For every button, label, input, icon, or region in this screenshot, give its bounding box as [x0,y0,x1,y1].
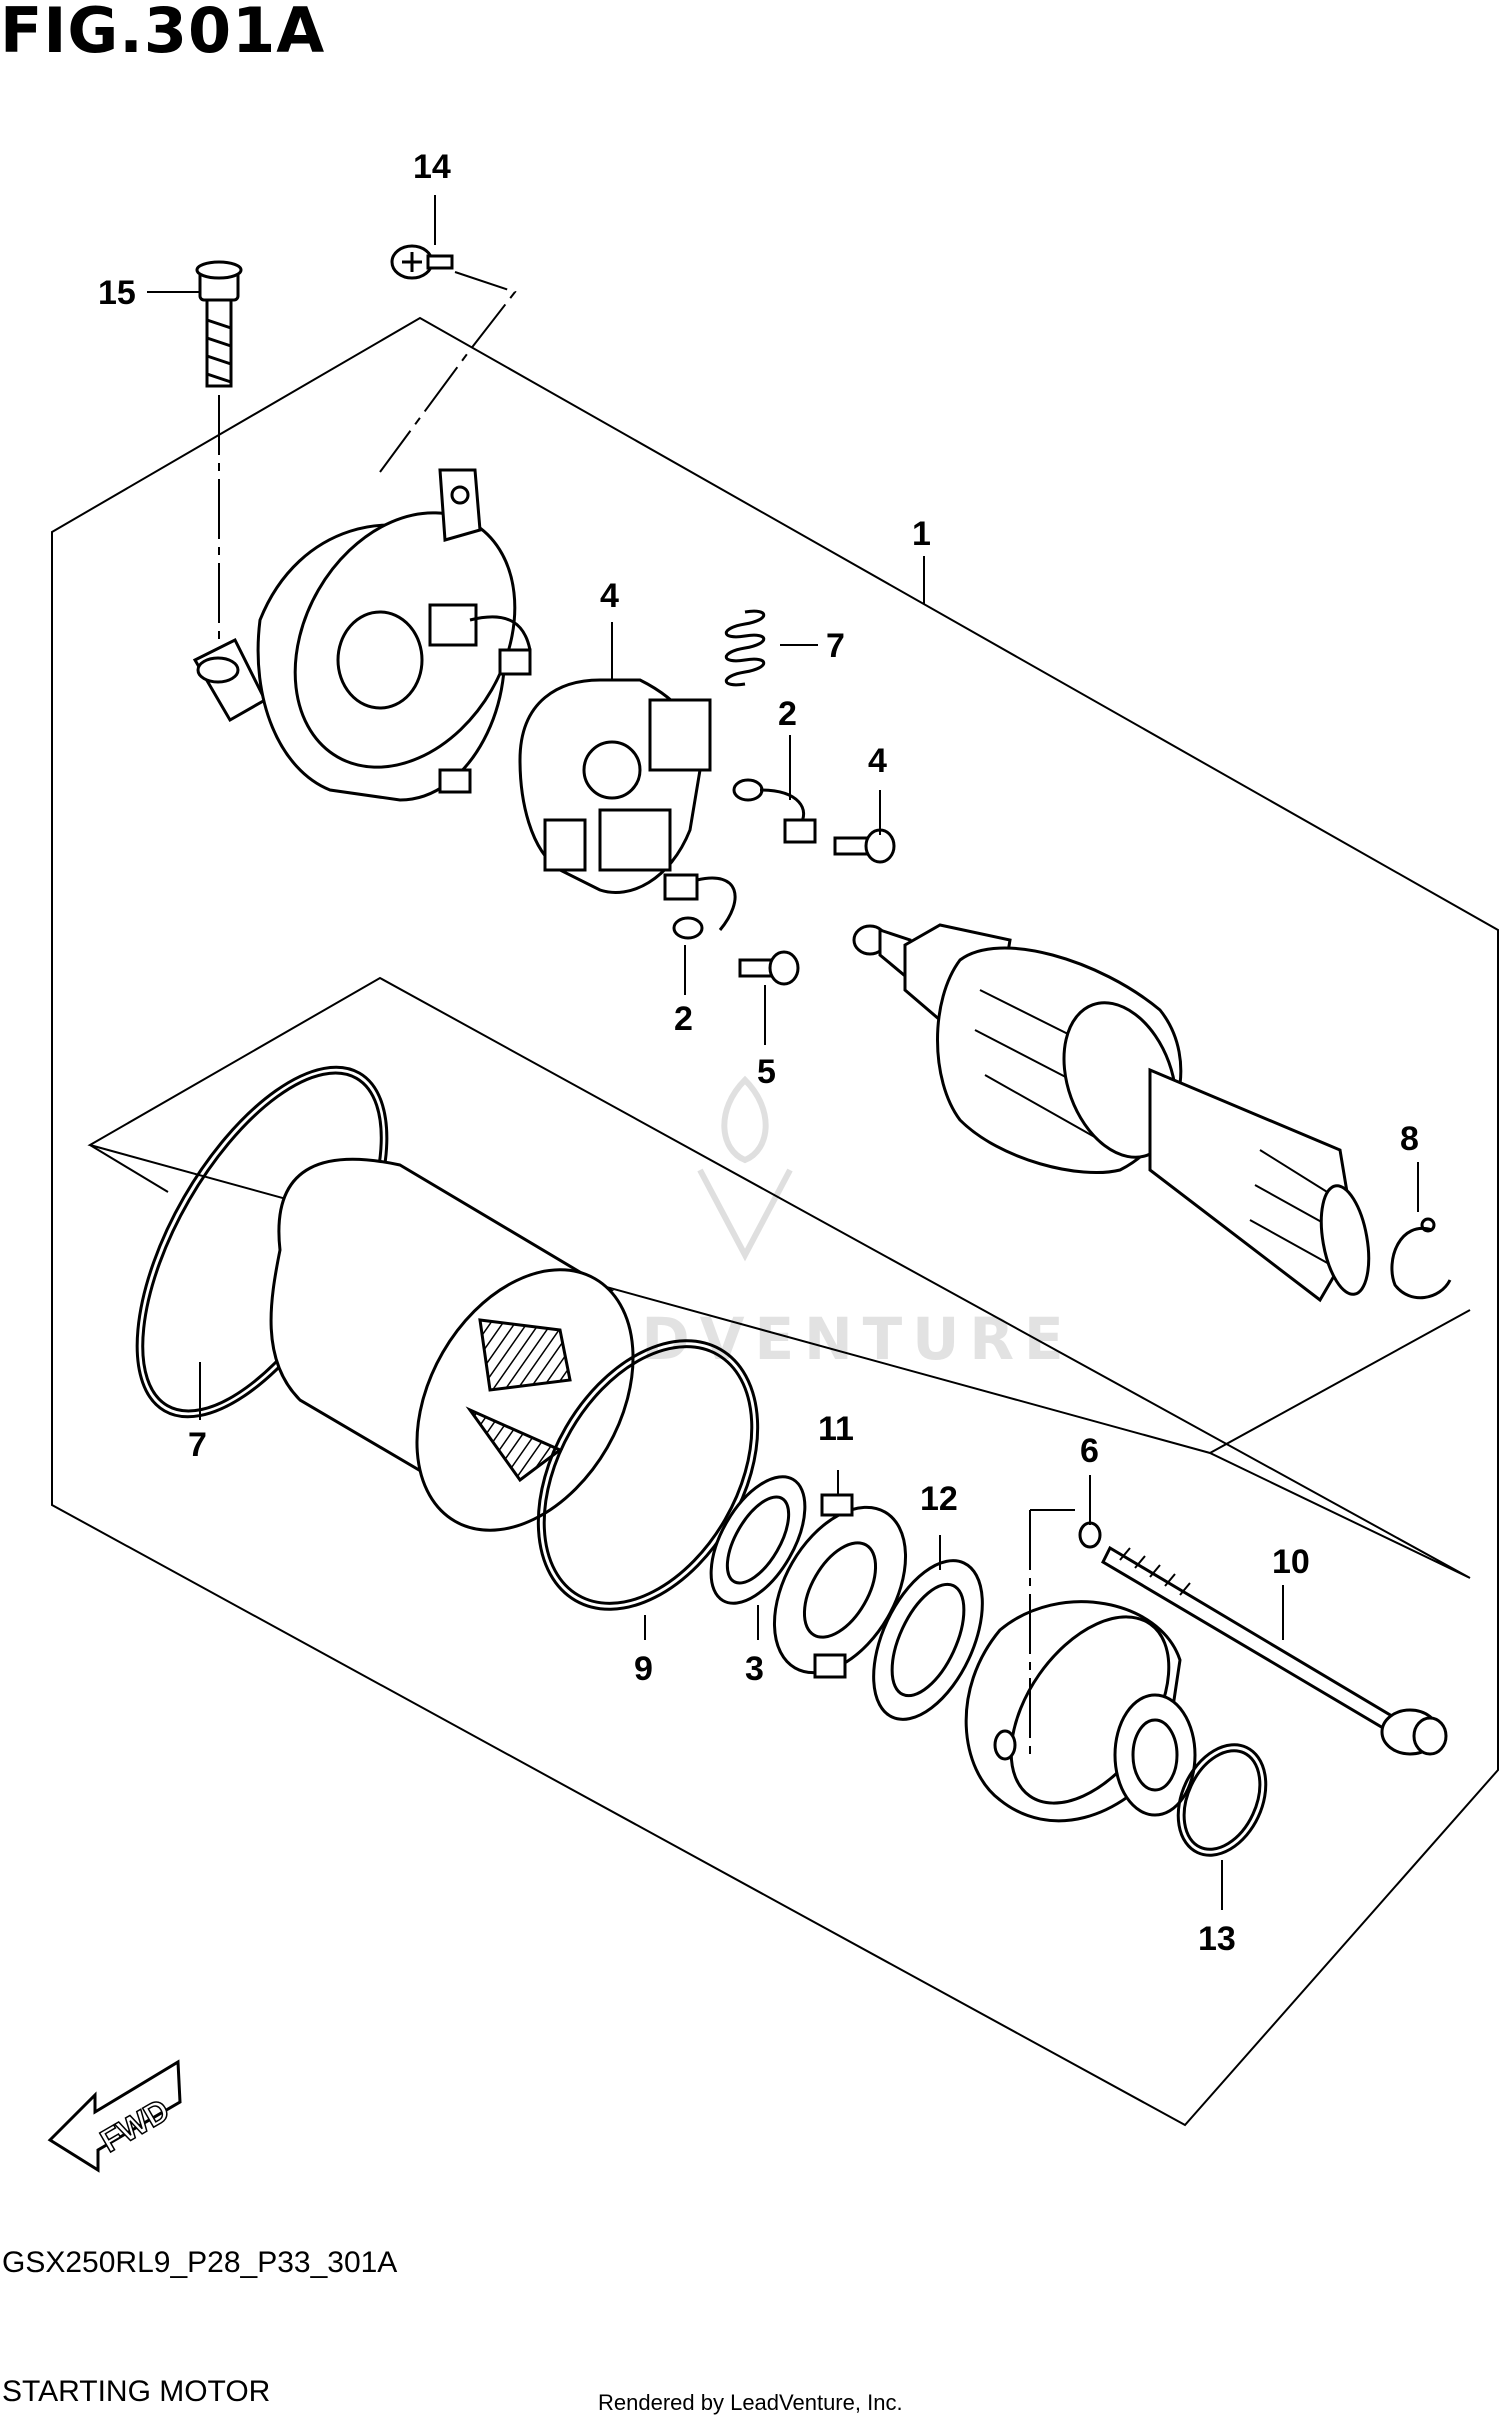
rendered-by-credit: Rendered by LeadVenture, Inc. [598,2390,903,2415]
yoke [269,1157,635,1532]
callout-11: 11 [818,1410,854,1448]
screw-4-lower [738,950,800,986]
lock-washer-11 [772,1493,908,1679]
callout-9: 3 [745,1650,764,1688]
armature [852,923,1371,1303]
watermark-logo [697,1075,793,1262]
callout-12: 12 [920,1480,958,1518]
through-bolt-8 [1101,1545,1448,1756]
bolt-15 [195,260,243,388]
callout-7-right: 9 [634,1650,653,1688]
circlip-10 [1390,1217,1452,1300]
spring-5 [724,609,766,687]
brush-2-lower [663,873,737,940]
callout-5: 7 [826,627,845,665]
callout-3: 4 [600,577,619,615]
screw-4-upper [833,828,896,864]
rear-cover [192,468,532,802]
front-bracket [964,1600,1197,1823]
diagram-code: GSX250RL9_P28_P33_301A [2,2246,398,2279]
assembly-boundary-inner [87,976,1471,1579]
oil-seal-12 [872,1559,984,1721]
screw-14 [390,244,454,280]
assembly-boundary-outer [51,316,1499,2127]
callout-15: 15 [98,274,136,312]
diagram-name: STARTING MOTOR [2,2375,271,2408]
callout-2-lower: 2 [674,1000,693,1038]
callout-4-upper: 4 [868,742,887,780]
brush-holder-3 [518,678,712,894]
callout-2-upper: 2 [778,695,797,733]
callout-8: 10 [1272,1543,1310,1581]
brush-2-upper [732,778,817,844]
callout-labels: 14 15 1 4 7 2 4 2 5 8 7 9 11 6 12 10 3 1… [98,148,1419,1958]
callout-6: 6 [1080,1432,1099,1470]
o-ring-13 [1176,1743,1268,1857]
washer-9 [709,1475,807,1605]
leader-lines [147,195,1419,1910]
callout-7-left: 7 [188,1426,207,1464]
figure-title: FIG.301A [0,0,326,67]
fwd-arrow: FWD [47,2059,182,2173]
o-ring-6 [1078,1521,1102,1549]
callout-14: 14 [413,148,451,186]
callout-1: 1 [912,515,931,553]
callout-10: 8 [1400,1120,1419,1158]
callout-4-lower: 5 [757,1053,776,1091]
callout-13: 13 [1198,1920,1236,1958]
